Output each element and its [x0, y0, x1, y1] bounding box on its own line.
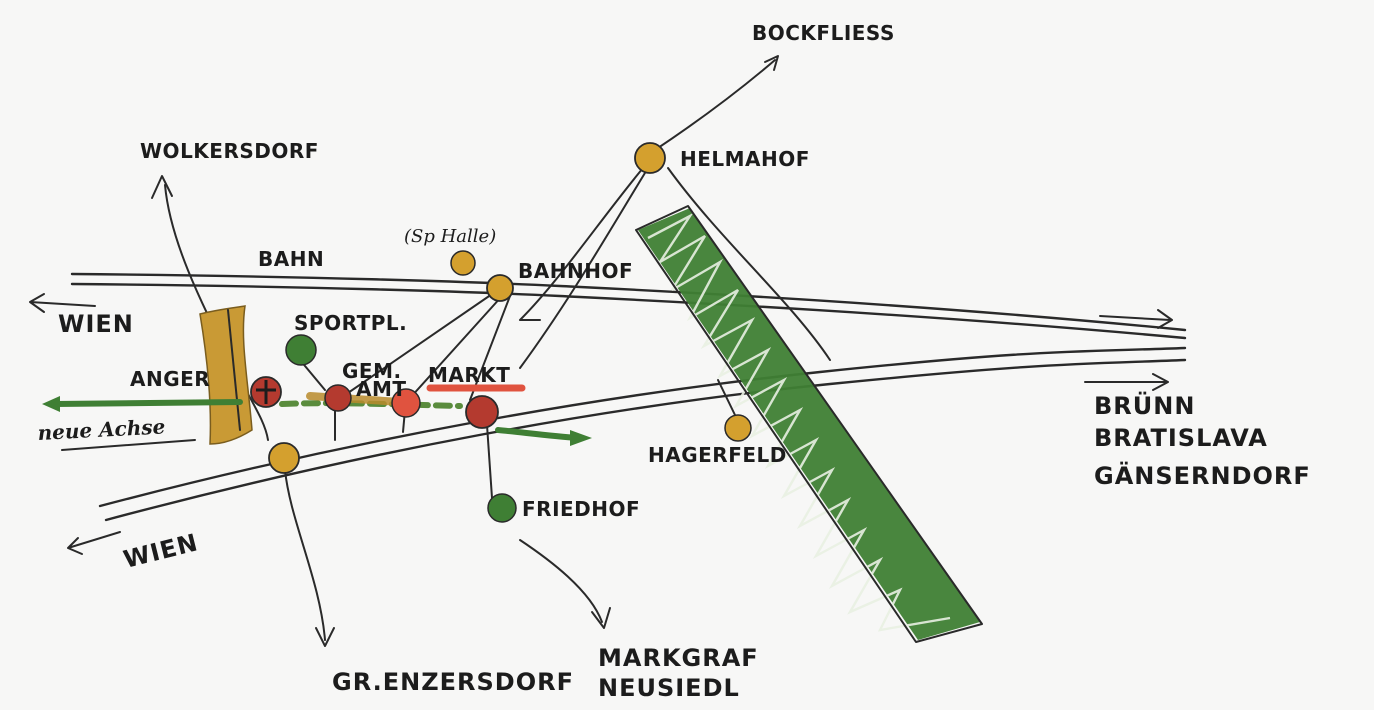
node-friedhof	[487, 493, 517, 523]
node-markt	[465, 395, 499, 429]
label-amt: AMT	[356, 377, 407, 401]
labels: BOCKFLIESS WOLKERSDORF HELMAHOF (Sp Hall…	[37, 21, 1311, 702]
anger-green-space	[199, 305, 253, 445]
node-helmahof	[634, 142, 666, 174]
label-wien-top: WIEN	[58, 310, 134, 338]
church-cross-icon	[256, 380, 276, 404]
label-wien-bottom: WIEN	[121, 528, 201, 574]
label-markgraf: MARKGRAF	[598, 644, 759, 672]
label-anger: ANGER	[130, 367, 210, 391]
node-bahnhof	[486, 274, 514, 302]
label-bruenn: BRÜNN	[1094, 390, 1195, 420]
label-bahnhof: BAHNHOF	[518, 259, 633, 283]
new-axis	[42, 392, 592, 446]
label-gaenserndorf: GÄNSERNDORF	[1094, 461, 1311, 490]
node-gem-amt	[324, 384, 352, 412]
railway-line	[70, 272, 1187, 340]
node-south-west	[268, 442, 300, 474]
label-markt: MARKT	[428, 363, 510, 387]
green-belt	[635, 205, 983, 643]
node-amt-orange	[391, 388, 421, 418]
node-sp-halle	[450, 250, 476, 276]
label-friedhof: FRIEDHOF	[522, 497, 640, 521]
node-sportpl	[285, 334, 317, 366]
label-neue-achse: neue Achse	[37, 414, 166, 445]
label-bockfliess: BOCKFLIESS	[752, 21, 895, 45]
label-helmahof: HELMAHOF	[680, 147, 810, 171]
label-bratislava: BRATISLAVA	[1094, 424, 1268, 452]
main-road	[98, 346, 1187, 522]
label-gr-enzersdorf: GR.ENZERSDORF	[332, 668, 574, 696]
label-gem: GEM.	[342, 359, 402, 383]
label-neusiedl: NEUSIEDL	[598, 674, 740, 702]
label-sp-halle: (Sp Halle)	[404, 226, 496, 247]
label-bahn: BAHN	[258, 247, 324, 271]
label-sportpl: SPORTPL.	[294, 311, 407, 335]
nodes	[250, 142, 752, 523]
label-wolkersdorf: WOLKERSDORF	[140, 139, 319, 163]
node-hagerfeld	[724, 414, 752, 442]
label-hagerfeld: HAGERFELD	[648, 443, 787, 467]
